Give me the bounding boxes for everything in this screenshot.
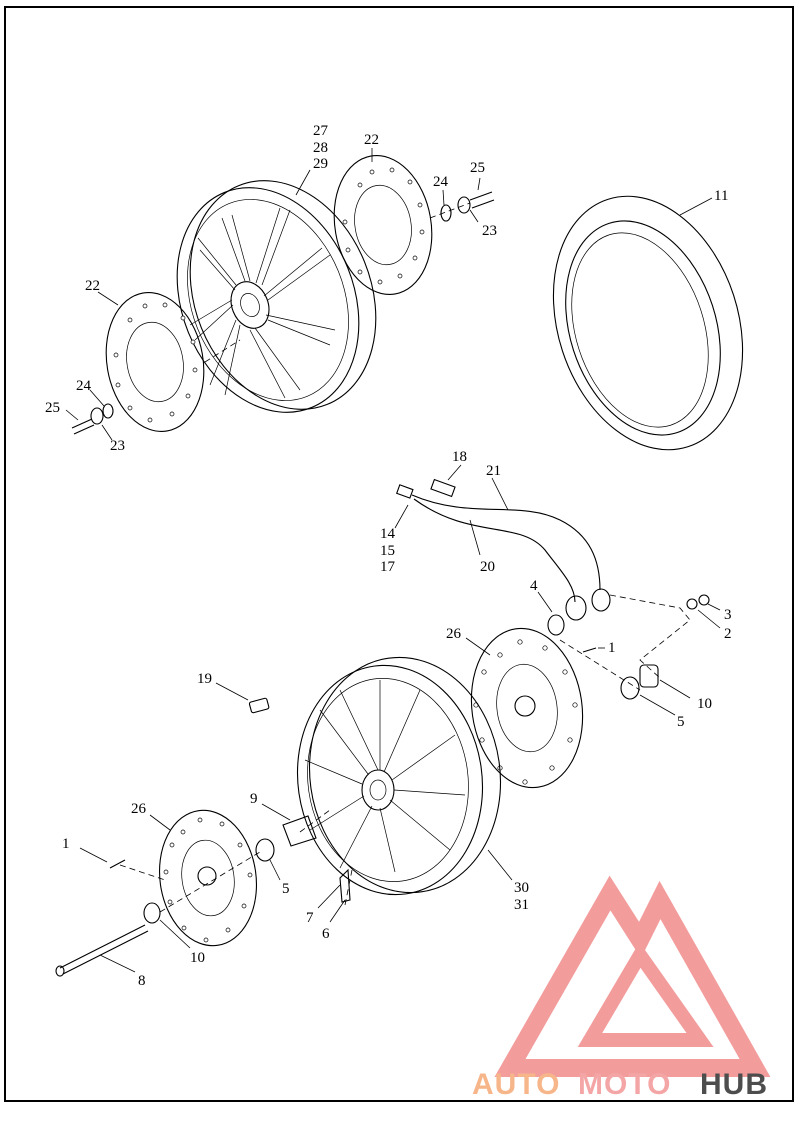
- callout-19: 19: [197, 671, 212, 687]
- callout-25-left: 25: [45, 400, 60, 416]
- callout-3: 3: [724, 607, 732, 623]
- hardware-right: [559, 594, 710, 700]
- callout-26-right: 26: [446, 626, 462, 642]
- parts-lower: [55, 697, 353, 977]
- watermark-logo: [494, 875, 771, 1077]
- callout-9: 9: [250, 791, 258, 807]
- brake-disc-22-upper: [333, 155, 433, 295]
- callout-21: 21: [486, 463, 501, 479]
- callout-29: 29: [313, 156, 328, 172]
- tire-11: [552, 195, 744, 451]
- cast-wheel-lower: [296, 656, 502, 896]
- callout-5-left: 5: [282, 881, 290, 897]
- watermark-moto: MOTO: [578, 1068, 671, 1101]
- callout-24-upper: 24: [433, 174, 449, 190]
- callout-30: 30: [514, 880, 529, 896]
- watermark-text: AUTO MOTO HUB: [472, 1068, 768, 1101]
- callout-2: 2: [724, 626, 732, 642]
- sensor-harness: [396, 478, 611, 636]
- drawing-border: [4, 6, 794, 1102]
- callout-31: 31: [514, 897, 529, 913]
- callout-24-left: 24: [76, 378, 92, 394]
- callout-20: 20: [480, 559, 495, 575]
- leader-lines: [65, 148, 721, 973]
- callout-11: 11: [714, 188, 728, 204]
- callout-14: 14: [380, 526, 396, 542]
- callout-labels: 27 28 29 22 24 25 23 11 22 24 25 23 18 2…: [45, 123, 732, 989]
- callout-22-left: 22: [85, 278, 100, 294]
- callout-1-right: 1: [608, 640, 616, 656]
- watermark-auto: AUTO: [472, 1068, 560, 1101]
- callout-7: 7: [306, 910, 314, 926]
- callout-28: 28: [313, 140, 328, 156]
- callout-25-upper: 25: [470, 160, 485, 176]
- callout-1-left: 1: [62, 836, 70, 852]
- callout-17: 17: [380, 559, 396, 575]
- callout-26-left: 26: [131, 801, 147, 817]
- callout-4: 4: [530, 578, 538, 594]
- brake-disc-22-left: [105, 292, 241, 432]
- watermark-hub: HUB: [700, 1068, 768, 1101]
- hardware-left: [71, 403, 114, 435]
- callout-23-upper: 23: [482, 223, 497, 239]
- callout-23-left: 23: [110, 438, 125, 454]
- callout-27: 27: [313, 123, 329, 139]
- callout-10-left: 10: [190, 950, 205, 966]
- callout-15: 15: [380, 543, 395, 559]
- callout-10-right: 10: [697, 696, 712, 712]
- brake-disc-26-left: [158, 809, 258, 947]
- cast-wheel-upper: [176, 180, 377, 413]
- callout-22-upper: 22: [364, 132, 379, 148]
- callout-18: 18: [452, 449, 467, 465]
- callout-5-right: 5: [677, 714, 685, 730]
- callout-6: 6: [322, 926, 330, 942]
- hardware-upper: [429, 191, 495, 222]
- callout-8: 8: [138, 973, 146, 989]
